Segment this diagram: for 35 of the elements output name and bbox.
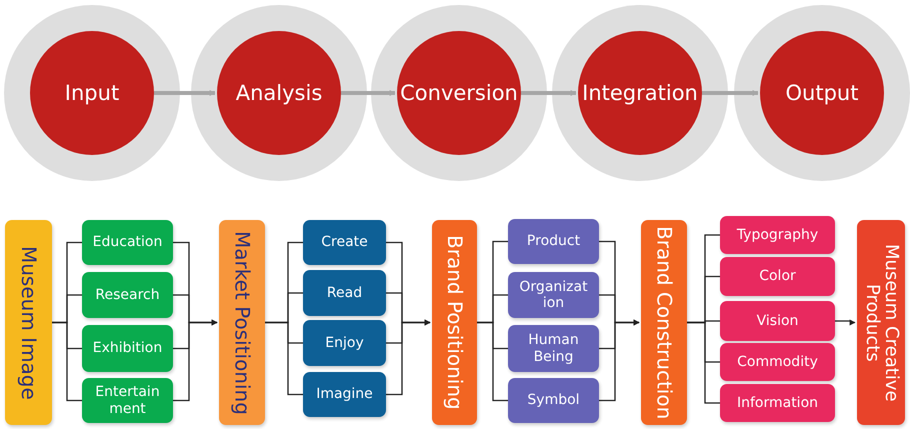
item-box: Read xyxy=(303,270,386,316)
stage-label: Brand Positioning xyxy=(444,235,465,410)
connector-arrow xyxy=(173,320,218,402)
item-box: Human Being xyxy=(508,325,599,372)
stage-bar xyxy=(857,220,905,425)
stage-label: Museum Image xyxy=(18,246,39,400)
item-box: Education xyxy=(82,220,173,265)
item-box: Symbol xyxy=(508,378,599,423)
stage-bar xyxy=(219,220,265,425)
item-box: Imagine xyxy=(303,372,386,417)
stage-bar xyxy=(641,220,687,425)
connector-arrow xyxy=(702,90,759,96)
connector-arrow xyxy=(341,90,396,96)
item-box: Entertain ment xyxy=(82,378,173,423)
connector-arrow xyxy=(154,90,216,96)
item-box: Typography xyxy=(720,216,835,254)
item-box: Exhibition xyxy=(82,325,173,372)
item-box: Vision xyxy=(720,301,835,341)
stage-bar xyxy=(5,220,52,425)
stage-label: Museum Creative Products xyxy=(862,242,900,404)
item-box: Product xyxy=(508,219,599,264)
item-box: Enjoy xyxy=(303,320,386,366)
connector-arrow xyxy=(835,320,856,326)
stage-label: Market Positioning xyxy=(232,230,252,414)
item-box: Information xyxy=(720,384,835,422)
item-box: Research xyxy=(82,272,173,318)
connector-arrow xyxy=(386,320,431,396)
item-box: Create xyxy=(303,220,386,265)
connector-arrow xyxy=(521,90,577,96)
item-box: Commodity xyxy=(720,343,835,381)
stage-label: Brand Construction xyxy=(654,226,674,420)
item-box: Organizat ion xyxy=(508,272,599,318)
stage-bar xyxy=(432,220,477,425)
item-box: Color xyxy=(720,257,835,296)
connector-arrow xyxy=(599,320,640,402)
